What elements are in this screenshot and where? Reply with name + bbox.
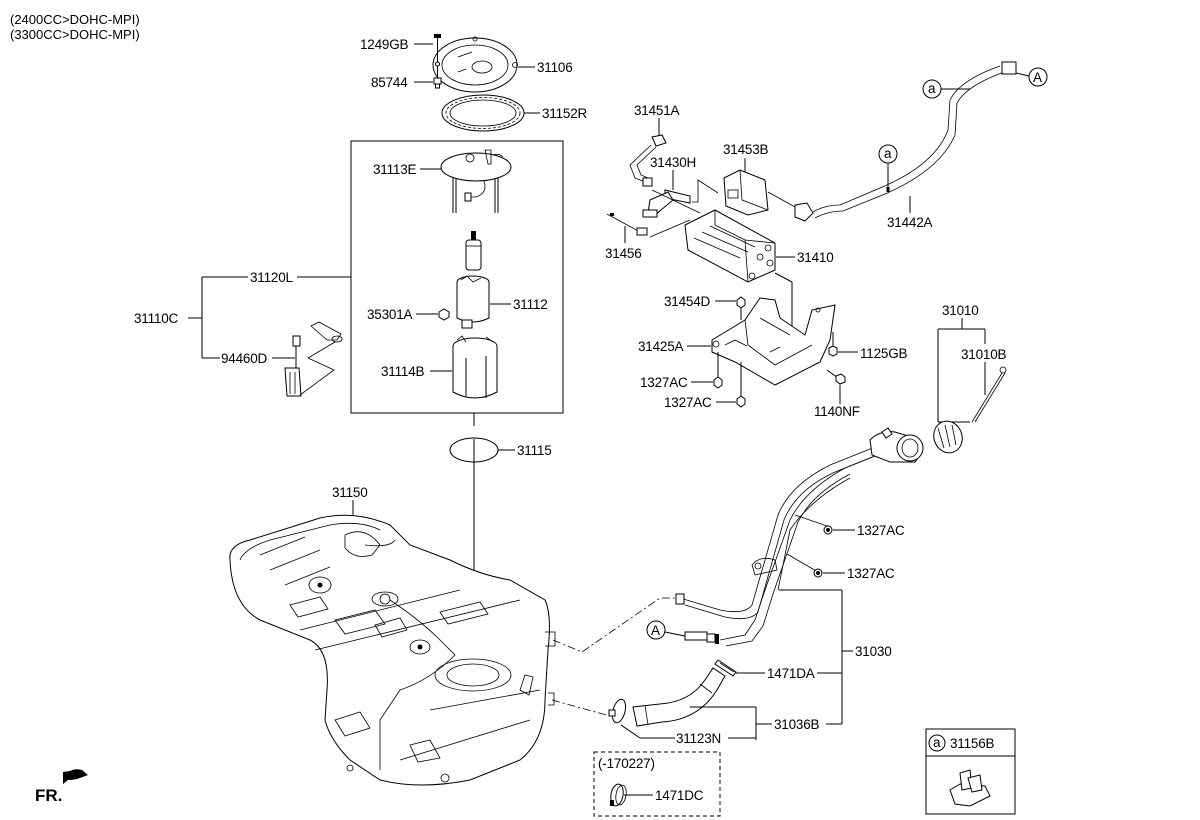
label-31410[interactable]: 31410 [797, 250, 834, 265]
label-85744[interactable]: 85744 [371, 75, 408, 90]
nut-1327AC-neck-1[interactable] [823, 525, 833, 535]
label-31123N[interactable]: 31123N [676, 731, 721, 746]
label-31106[interactable]: 31106 [537, 60, 573, 75]
nut-85744[interactable] [433, 77, 442, 89]
filler-neck-31030[interactable] [675, 427, 924, 647]
label-31110C[interactable]: 31110C [134, 311, 179, 326]
tether-31010B[interactable] [971, 366, 1007, 423]
label-31150[interactable]: 31150 [332, 485, 368, 500]
clip-31156B[interactable] [949, 769, 991, 807]
vent-line-31456[interactable] [606, 213, 648, 236]
ref-marker-A-lower-text: A [651, 623, 660, 638]
label-31442A[interactable]: 31442A [887, 215, 933, 230]
pump-flange-31113E[interactable] [440, 149, 512, 213]
canister-31410[interactable] [684, 209, 776, 283]
legend-box [925, 728, 1016, 815]
vapor-hose-31442A[interactable] [812, 61, 1017, 219]
label-31456[interactable]: 31456 [605, 246, 642, 261]
label-31112[interactable]: 31112 [513, 297, 548, 312]
ref-marker-A-top[interactable] [1028, 67, 1048, 87]
legend-marker-a-text: a [933, 735, 941, 750]
hose-31430H[interactable] [642, 189, 691, 218]
ref-marker-a-top-text: a [928, 81, 936, 96]
engine-spec-3300: (3300CC>DOHC-MPI) [10, 27, 140, 42]
screw-1249GB[interactable] [434, 34, 441, 78]
hose-31036B[interactable] [632, 667, 726, 727]
front-direction-label: FR. [35, 786, 62, 805]
label-31453B[interactable]: 31453B [723, 142, 769, 157]
label-31113E[interactable]: 31113E [373, 162, 417, 177]
label-1125GB[interactable]: 1125GB [860, 346, 908, 361]
label-31430H[interactable]: 31430H [650, 155, 696, 170]
valve-31453B[interactable] [723, 169, 769, 216]
label-31152R[interactable]: 31152R [542, 106, 588, 121]
label-31454D[interactable]: 31454D [664, 294, 711, 309]
nut-1327AC-bracket-2[interactable] [736, 395, 746, 408]
fuel-pump-motor[interactable] [465, 231, 482, 271]
filter-35301A[interactable] [438, 308, 450, 321]
nut-31454D[interactable] [736, 296, 746, 320]
dated-inset-box [593, 751, 721, 817]
ref-marker-a-mid-text: a [884, 146, 892, 161]
ref-marker-A-top-text: A [1033, 70, 1042, 85]
label-31010[interactable]: 31010 [942, 303, 979, 318]
bolt-1140NF[interactable] [826, 369, 846, 385]
gasket-31152R[interactable] [441, 94, 525, 132]
label-31115[interactable]: 31115 [517, 443, 552, 458]
clamp-1471DA[interactable] [714, 659, 737, 677]
cover-plate-31106[interactable] [432, 36, 518, 93]
reservoir-31114B[interactable] [452, 335, 498, 399]
pump-housing-31112[interactable] [456, 275, 490, 329]
label-94460D[interactable]: 94460D [221, 351, 268, 366]
label-31010B[interactable]: 31010B [961, 347, 1007, 362]
front-direction-arrow-icon [63, 769, 88, 784]
connector-elbow[interactable] [794, 202, 814, 222]
clamp-1471DC[interactable] [609, 783, 627, 807]
nut-1327AC-bracket-1[interactable] [713, 376, 723, 389]
label-1471DC[interactable]: 1471DC [655, 788, 704, 803]
label-1327AC-bracket-1[interactable]: 1327AC [640, 375, 688, 390]
label-1327AC-neck-1[interactable]: 1327AC [857, 523, 905, 538]
fuel-cap-31010[interactable] [929, 417, 966, 457]
clamp-31123N[interactable] [608, 698, 628, 724]
ref-marker-A-lower[interactable] [646, 620, 666, 640]
label-31030[interactable]: 31030 [855, 644, 892, 659]
fuel-tank-31150[interactable] [229, 514, 556, 786]
bracket-31425A[interactable] [711, 297, 836, 386]
label-35301A[interactable]: 35301A [367, 307, 413, 322]
bolt-1125GB[interactable] [828, 332, 838, 357]
label-1471DA[interactable]: 1471DA [767, 666, 815, 681]
label-1327AC-bracket-2[interactable]: 1327AC [664, 395, 712, 410]
inset-date-range: (-170227) [598, 756, 655, 771]
legend-marker-a [928, 734, 946, 752]
label-1249GB[interactable]: 1249GB [360, 37, 409, 52]
label-1327AC-neck-2[interactable]: 1327AC [847, 566, 895, 581]
label-31451A[interactable]: 31451A [634, 103, 680, 118]
legend-part-31156B[interactable]: 31156B [950, 736, 995, 751]
fuel-sender-94460D[interactable] [284, 321, 343, 397]
label-1140NF[interactable]: 1140NF [814, 404, 860, 419]
label-31036B[interactable]: 31036B [774, 717, 820, 732]
label-31425A[interactable]: 31425A [638, 339, 684, 354]
label-31120L[interactable]: 31120L [250, 270, 294, 285]
nut-1327AC-neck-2[interactable] [813, 568, 823, 578]
connector-A-lower[interactable] [684, 631, 719, 644]
vapor-hose-31451A[interactable] [629, 134, 667, 187]
label-31114B[interactable]: 31114B [381, 364, 425, 379]
engine-spec-2400: (2400CC>DOHC-MPI) [10, 12, 140, 27]
